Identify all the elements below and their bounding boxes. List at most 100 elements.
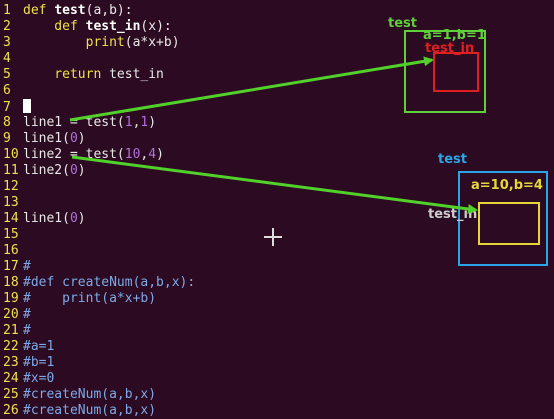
line-number: 24	[3, 371, 19, 386]
code-token: #b=1	[23, 355, 55, 370]
code-token: #a=1	[23, 339, 55, 354]
code-line[interactable]: 4	[0, 51, 23, 67]
line-number: 9	[3, 131, 11, 146]
code-token: line1 = test(	[23, 115, 125, 130]
code-token: return	[23, 67, 110, 82]
code-token: line2 = test(	[23, 147, 125, 162]
code-line[interactable]: 20 #	[0, 307, 31, 323]
code-token: print	[23, 35, 125, 50]
code-token: 0	[69, 131, 78, 146]
code-token: #createNum(a,b,x)	[23, 403, 157, 418]
line-number: 10	[3, 147, 19, 162]
code-token: 0	[69, 211, 78, 226]
code-token: )	[77, 131, 86, 146]
code-token: 1	[124, 115, 133, 130]
code-line[interactable]: 15	[0, 227, 23, 243]
code-token: 1	[140, 115, 149, 130]
code-line[interactable]: 23 #b=1	[0, 355, 54, 371]
code-token: ,	[140, 147, 149, 162]
line-number: 14	[3, 211, 19, 226]
code-line[interactable]: 3 print(a*x+b)	[0, 35, 180, 51]
code-token: #	[23, 323, 31, 338]
line-number: 11	[3, 163, 19, 178]
line-number: 23	[3, 355, 19, 370]
frame2-inner-box	[478, 202, 540, 245]
code-token: #	[23, 307, 31, 322]
code-line[interactable]: 12	[0, 179, 23, 195]
text-cursor	[23, 99, 31, 113]
frame2-box	[458, 171, 548, 266]
code-line[interactable]: 22 #a=1	[0, 339, 54, 355]
code-line[interactable]: 19 # print(a*x+b)	[0, 291, 156, 307]
line-number: 13	[3, 195, 19, 210]
frame1-inner-box	[433, 52, 479, 92]
code-token: )	[77, 211, 86, 226]
frame2-inner-label: test_in	[428, 207, 478, 222]
code-line[interactable]: 13	[0, 195, 23, 211]
code-line[interactable]: 7	[0, 99, 31, 115]
code-line[interactable]: 5 return test_in	[0, 67, 164, 83]
code-token: )	[148, 115, 157, 130]
code-token: def	[23, 3, 55, 18]
line-number: 6	[3, 83, 11, 98]
code-token: #x=0	[23, 371, 55, 386]
code-line[interactable]: 24 #x=0	[0, 371, 54, 387]
frame2-vars-label: a=10,b=4	[471, 178, 543, 193]
code-token: )	[156, 147, 164, 162]
line-number: 5	[3, 67, 11, 82]
line-number: 4	[3, 51, 11, 66]
line-number: 20	[3, 307, 19, 322]
code-token: line2(	[23, 163, 70, 178]
arrow-line2-to-frame2	[71, 155, 478, 214]
code-line[interactable]: 21 #	[0, 323, 31, 339]
code-token: 0	[69, 163, 78, 178]
code-token: test_in	[85, 19, 141, 34]
line-number: 15	[3, 227, 19, 242]
code-line[interactable]: 2 def test_in(x):	[0, 19, 172, 35]
code-token: (x):	[140, 19, 172, 34]
line-number: 22	[3, 339, 19, 354]
line-number: 1	[3, 3, 11, 18]
code-token: 10	[124, 147, 141, 162]
line-number: 19	[3, 291, 19, 306]
frame1-vars-label: a=1,b=1	[423, 28, 486, 43]
code-token: test_in	[109, 67, 164, 82]
line-number: 26	[3, 403, 19, 418]
code-line[interactable]: 9 line1(0)	[0, 131, 86, 147]
line-number: 21	[3, 323, 19, 338]
code-token: ,	[132, 115, 141, 130]
code-line[interactable]: 6	[0, 83, 23, 99]
code-line[interactable]: 18 #def createNum(a,b,x):	[0, 275, 195, 291]
code-token: )	[77, 163, 86, 178]
frame1-title-label: test	[388, 16, 417, 31]
code-line[interactable]: 25 #createNum(a,b,x)	[0, 387, 156, 403]
line-number: 7	[3, 100, 11, 115]
line-number: 18	[3, 275, 19, 290]
line-number: 25	[3, 387, 19, 402]
code-line[interactable]: 14 line1(0)	[0, 211, 86, 227]
line-number: 12	[3, 179, 19, 194]
code-line[interactable]: 16	[0, 243, 23, 259]
code-token: # print(a*x+b)	[23, 291, 157, 306]
code-line[interactable]: 11 line2(0)	[0, 163, 86, 179]
code-token: #createNum(a,b,x)	[23, 387, 157, 402]
frame2-title-label: test	[438, 152, 467, 167]
code-token: def	[23, 19, 86, 34]
line-number: 2	[3, 19, 11, 34]
code-token: (a*x+b)	[124, 35, 180, 50]
code-line[interactable]: 17 #	[0, 259, 31, 275]
code-token: #def createNum(a,b,x):	[23, 275, 196, 290]
code-line[interactable]: 26 #createNum(a,b,x)	[0, 403, 156, 419]
code-token: 4	[148, 147, 157, 162]
line-number: 8	[3, 115, 11, 130]
code-token: line1(	[23, 131, 70, 146]
line-number: 17	[3, 259, 19, 274]
code-token: line1(	[23, 211, 70, 226]
code-token: (a,b):	[85, 3, 133, 18]
code-token: #	[23, 259, 31, 274]
line-number: 3	[3, 35, 11, 50]
